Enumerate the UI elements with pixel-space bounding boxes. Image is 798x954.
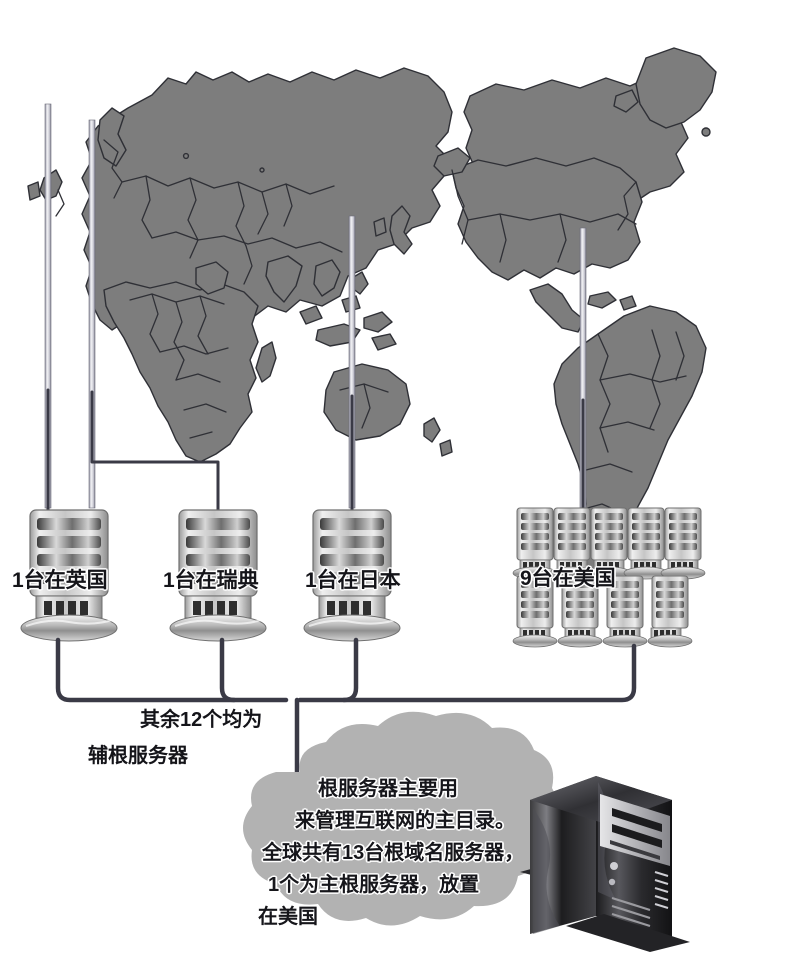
cloud-text-line-4: 1个为主根服务器，放置 (268, 874, 480, 896)
marker-pin-sweden (88, 119, 96, 509)
server-icon-us-6 (512, 575, 558, 648)
site-label-usa: 9台在美国 (520, 567, 616, 590)
server-icon-us-4 (623, 507, 669, 580)
site-label-japan: 1台在日本 (305, 569, 401, 592)
server-icon-us-9 (647, 575, 693, 648)
server-icon-sweden (169, 509, 267, 642)
server-icon-japan (303, 509, 401, 642)
server-icon-us-1 (512, 507, 558, 580)
server-cluster-usa (512, 507, 706, 648)
site-label-sweden: 1台在瑞典 (163, 569, 259, 592)
cloud-text-line-1: 根服务器主要用 (318, 778, 458, 800)
server-icon-uk (20, 509, 118, 642)
server-icon-us-3 (586, 507, 632, 580)
secondary-root-note-line-1: 其余12个均为 (140, 709, 263, 731)
cloud-text-line-2: 来管理互联网的主目录。 (295, 810, 515, 832)
cloud-text-line-5: 在美国 (258, 906, 318, 928)
site-label-uk: 1台在英国 (12, 569, 108, 592)
secondary-root-note-line-2: 辅根服务器 (88, 745, 188, 767)
bus-connector (55, 637, 637, 788)
server-icon-us-7 (557, 575, 603, 648)
server-icon-us-8 (602, 575, 648, 648)
connector-lines-top (46, 388, 585, 514)
map-country-borders (55, 139, 687, 513)
cloud-text-line-3: 全球共有13台根域名服务器， (262, 842, 525, 864)
